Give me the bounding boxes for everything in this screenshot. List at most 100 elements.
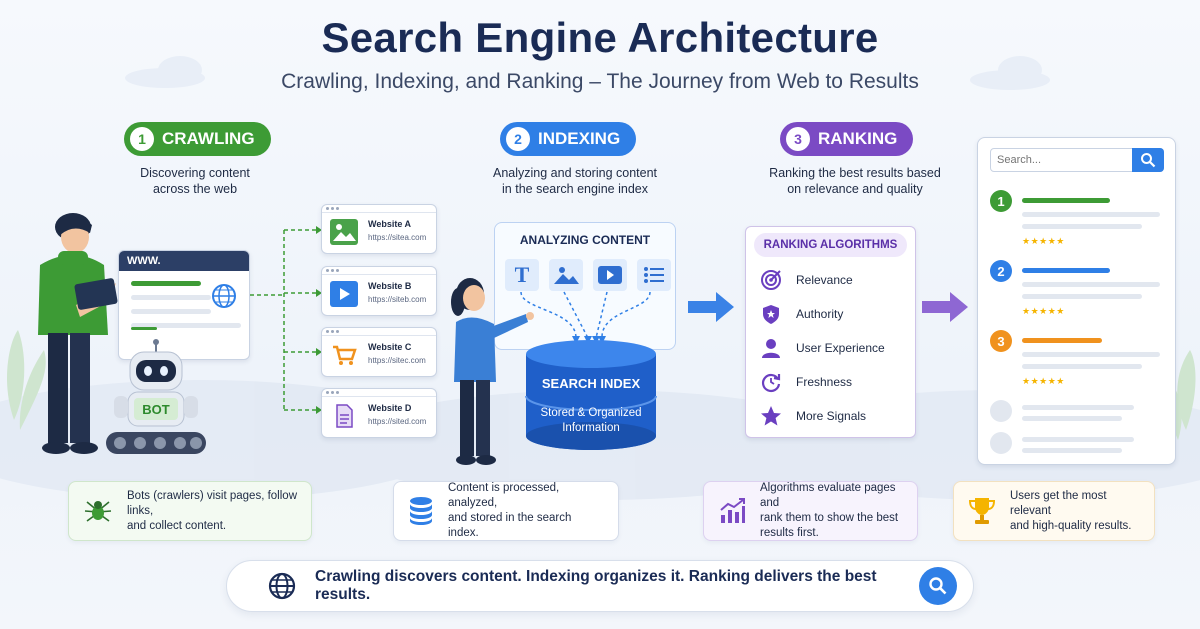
arrow-right-icon (922, 292, 968, 322)
robot-label: BOT (142, 402, 170, 417)
search-input[interactable] (997, 152, 1127, 168)
info-line: Bots (crawlers) visit pages, follow link… (127, 489, 297, 517)
placeholder-circle (990, 400, 1012, 422)
card-title-bar (322, 328, 436, 336)
content-line (131, 281, 201, 286)
website-name: Website B (368, 281, 412, 291)
summary-footer-bar: Crawling discovers content. Indexing org… (226, 560, 974, 612)
rating-stars: ★★★★★ (1022, 376, 1065, 386)
spider-icon (84, 501, 112, 522)
desc-line: Discovering content (140, 166, 250, 180)
stage-label: CRAWLING (162, 129, 255, 148)
info-line: and collect content. (127, 519, 227, 532)
card-title-bar (322, 267, 436, 275)
card-title-bar (322, 389, 436, 397)
info-text: Users get the most relevant and high-qua… (1010, 489, 1140, 534)
info-text: Algorithms evaluate pages and rank them … (760, 481, 903, 541)
content-line (131, 295, 211, 300)
video-icon (593, 259, 627, 291)
footer-search-button[interactable] (919, 567, 957, 605)
database-title: SEARCH INDEX (541, 376, 641, 391)
globe-icon (268, 572, 296, 600)
result-text-line (1022, 212, 1160, 217)
desc-line: in the search engine index (502, 182, 648, 196)
ranking-item-label: Authority (796, 307, 844, 321)
rating-stars: ★★★★★ (1022, 306, 1065, 316)
website-url: https://sitea.com (368, 233, 427, 242)
page-subtitle: Crawling, Indexing, and Ranking – The Jo… (281, 70, 919, 93)
analyzing-content-panel: ANALYZING CONTENT T (494, 222, 676, 350)
info-line: results first. (760, 527, 819, 539)
content-line (131, 327, 157, 330)
user-icon (762, 339, 780, 358)
website-url: https://sited.com (368, 417, 427, 426)
content-line (131, 323, 241, 328)
browser-title-bar: WWW. (119, 251, 249, 271)
search-result-2[interactable]: 2 ★★★★★ (990, 260, 1165, 318)
info-box-indexing: Content is processed, analyzed, and stor… (393, 481, 619, 541)
content-line (131, 309, 211, 314)
arrow-right-icon (688, 292, 734, 322)
info-line: Content is processed, analyzed, (448, 482, 560, 509)
list-icon (637, 259, 671, 291)
search-result-3[interactable]: 3 ★★★★★ (990, 330, 1165, 388)
website-name: Website D (368, 403, 412, 413)
stage-pill-indexing: 2 INDEXING (500, 122, 637, 156)
placeholder-line (1022, 405, 1134, 410)
website-card-a: Website A https://sitea.com (321, 204, 437, 254)
search-result-placeholder (990, 400, 1165, 424)
search-bar (990, 148, 1164, 172)
ranking-item-more-signals: More Signals (760, 399, 885, 433)
placeholder-line (1022, 448, 1122, 453)
cart-icon (333, 345, 357, 365)
ranking-item-label: Freshness (796, 375, 853, 389)
info-box-crawling: Bots (crawlers) visit pages, follow link… (68, 481, 312, 541)
info-line: Algorithms evaluate pages and (760, 482, 896, 509)
shield-icon (763, 305, 779, 324)
person-pointing-illustration (451, 278, 534, 465)
placeholder-line (1022, 437, 1134, 442)
target-icon (761, 270, 781, 290)
database-icon (410, 497, 432, 525)
info-text: Content is processed, analyzed, and stor… (448, 481, 604, 541)
chart-icon (720, 498, 745, 523)
website-name: Website C (368, 342, 412, 352)
db-line: Information (562, 422, 620, 434)
globe-icon (212, 284, 236, 308)
stage-pill-crawling: 1 CRAWLING (124, 122, 271, 156)
result-text-line (1022, 282, 1160, 287)
document-icon (336, 404, 353, 428)
website-url: https://siteb.com (368, 295, 427, 304)
person-with-tablet-illustration (38, 213, 118, 454)
stage-description-indexing: Analyzing and storing content in the sea… (460, 165, 690, 197)
search-result-1[interactable]: 1 ★★★★★ (990, 190, 1165, 248)
desc-line: Ranking the best results based (769, 166, 941, 180)
summary-text: Crawling discovers content. Indexing org… (315, 568, 877, 603)
placeholder-circle (990, 432, 1012, 454)
search-results-window: 1 ★★★★★ 2 ★★★★★ 3 ★★★★★ (977, 137, 1176, 465)
stage-label: RANKING (818, 129, 898, 148)
info-box-results: Users get the most relevant and high-qua… (953, 481, 1155, 541)
rating-stars: ★★★★★ (1022, 236, 1065, 246)
stage-description-ranking: Ranking the best results based on releva… (740, 165, 970, 197)
desc-line: on relevance and quality (787, 182, 923, 196)
website-url: https://sitec.com (368, 356, 426, 365)
info-text: Bots (crawlers) visit pages, follow link… (127, 489, 297, 534)
browser-window: WWW. (118, 250, 250, 360)
search-button[interactable] (1132, 148, 1164, 172)
result-rank-number: 2 (990, 260, 1012, 282)
ranking-list: Relevance Authority User Experience Fres… (760, 263, 885, 433)
ranking-item-label: More Signals (796, 409, 867, 423)
result-rank-number: 1 (990, 190, 1012, 212)
stage-number: 2 (506, 127, 530, 151)
desc-line: Analyzing and storing content (493, 166, 657, 180)
search-result-placeholder (990, 432, 1165, 456)
website-card-b: Website B https://siteb.com (321, 266, 437, 316)
stage-description-crawling: Discovering content across the web (95, 165, 295, 197)
placeholder-line (1022, 416, 1122, 421)
result-text-line (1022, 294, 1142, 299)
stage-number: 3 (786, 127, 810, 151)
index-flow-arrows (520, 291, 651, 344)
stage-pill-ranking: 3 RANKING (780, 122, 914, 156)
result-text-line (1022, 364, 1142, 369)
